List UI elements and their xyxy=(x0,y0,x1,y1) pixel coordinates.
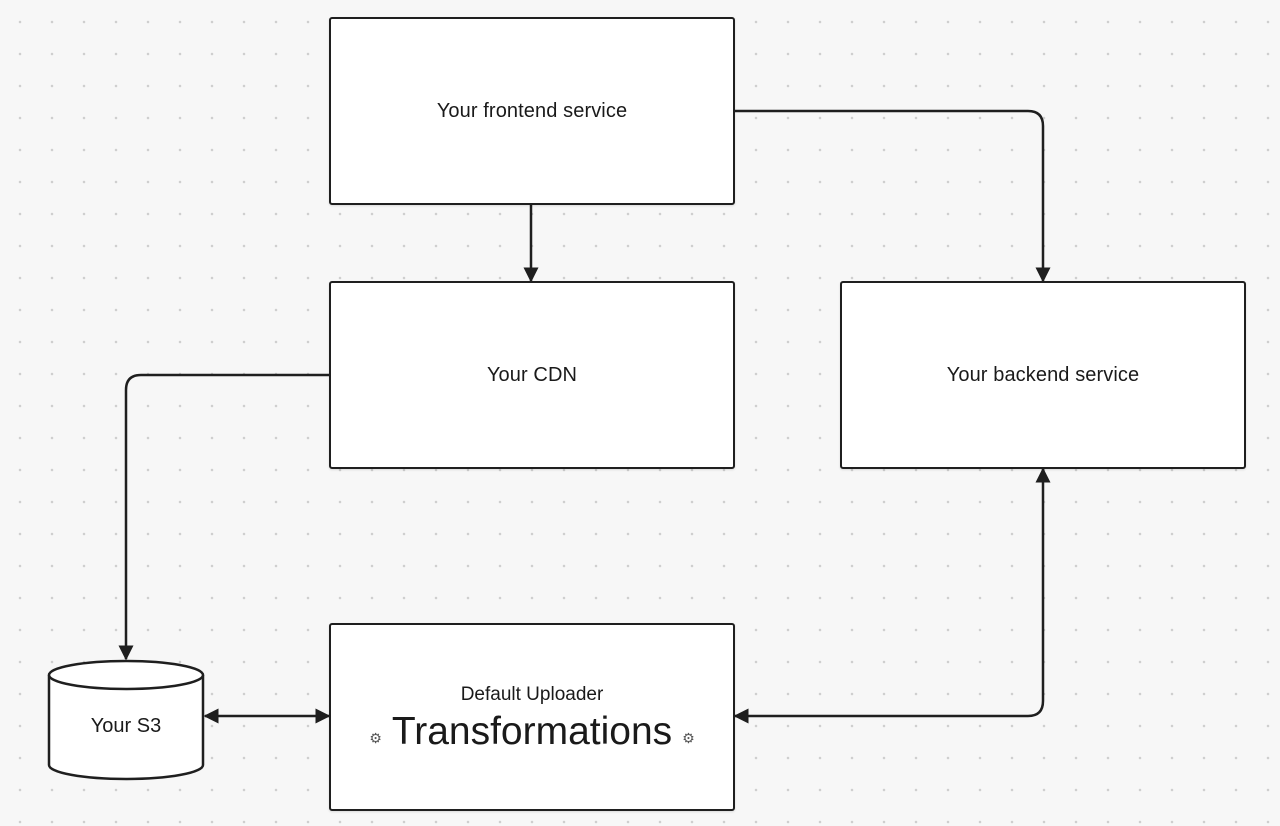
frontend-service-node[interactable]: Your frontend service xyxy=(329,17,735,205)
cdn-label: Your CDN xyxy=(486,363,578,386)
edge-frontend-to-backend xyxy=(735,109,1051,283)
uploader-title-row: ⚙ Transformations ⚙ xyxy=(369,712,694,751)
frontend-service-label: Your frontend service xyxy=(436,99,628,122)
uploader-title: Transformations xyxy=(391,709,673,753)
gear-icon: ⚙ xyxy=(369,729,382,746)
edge-uploader-backend xyxy=(733,467,1051,724)
default-uploader-node[interactable]: Default Uploader ⚙ Transformations ⚙ xyxy=(329,623,735,811)
gear-icon: ⚙ xyxy=(682,729,695,746)
uploader-subtitle: Default Uploader xyxy=(460,683,604,705)
edge-cdn-to-s3 xyxy=(118,373,329,661)
s3-storage-node[interactable]: Your S3 xyxy=(47,659,205,781)
backend-service-node[interactable]: Your backend service xyxy=(840,281,1246,469)
backend-service-label: Your backend service xyxy=(946,363,1140,386)
cylinder-shape xyxy=(47,659,205,781)
s3-label: Your S3 xyxy=(90,715,162,737)
cdn-node[interactable]: Your CDN xyxy=(329,281,735,469)
